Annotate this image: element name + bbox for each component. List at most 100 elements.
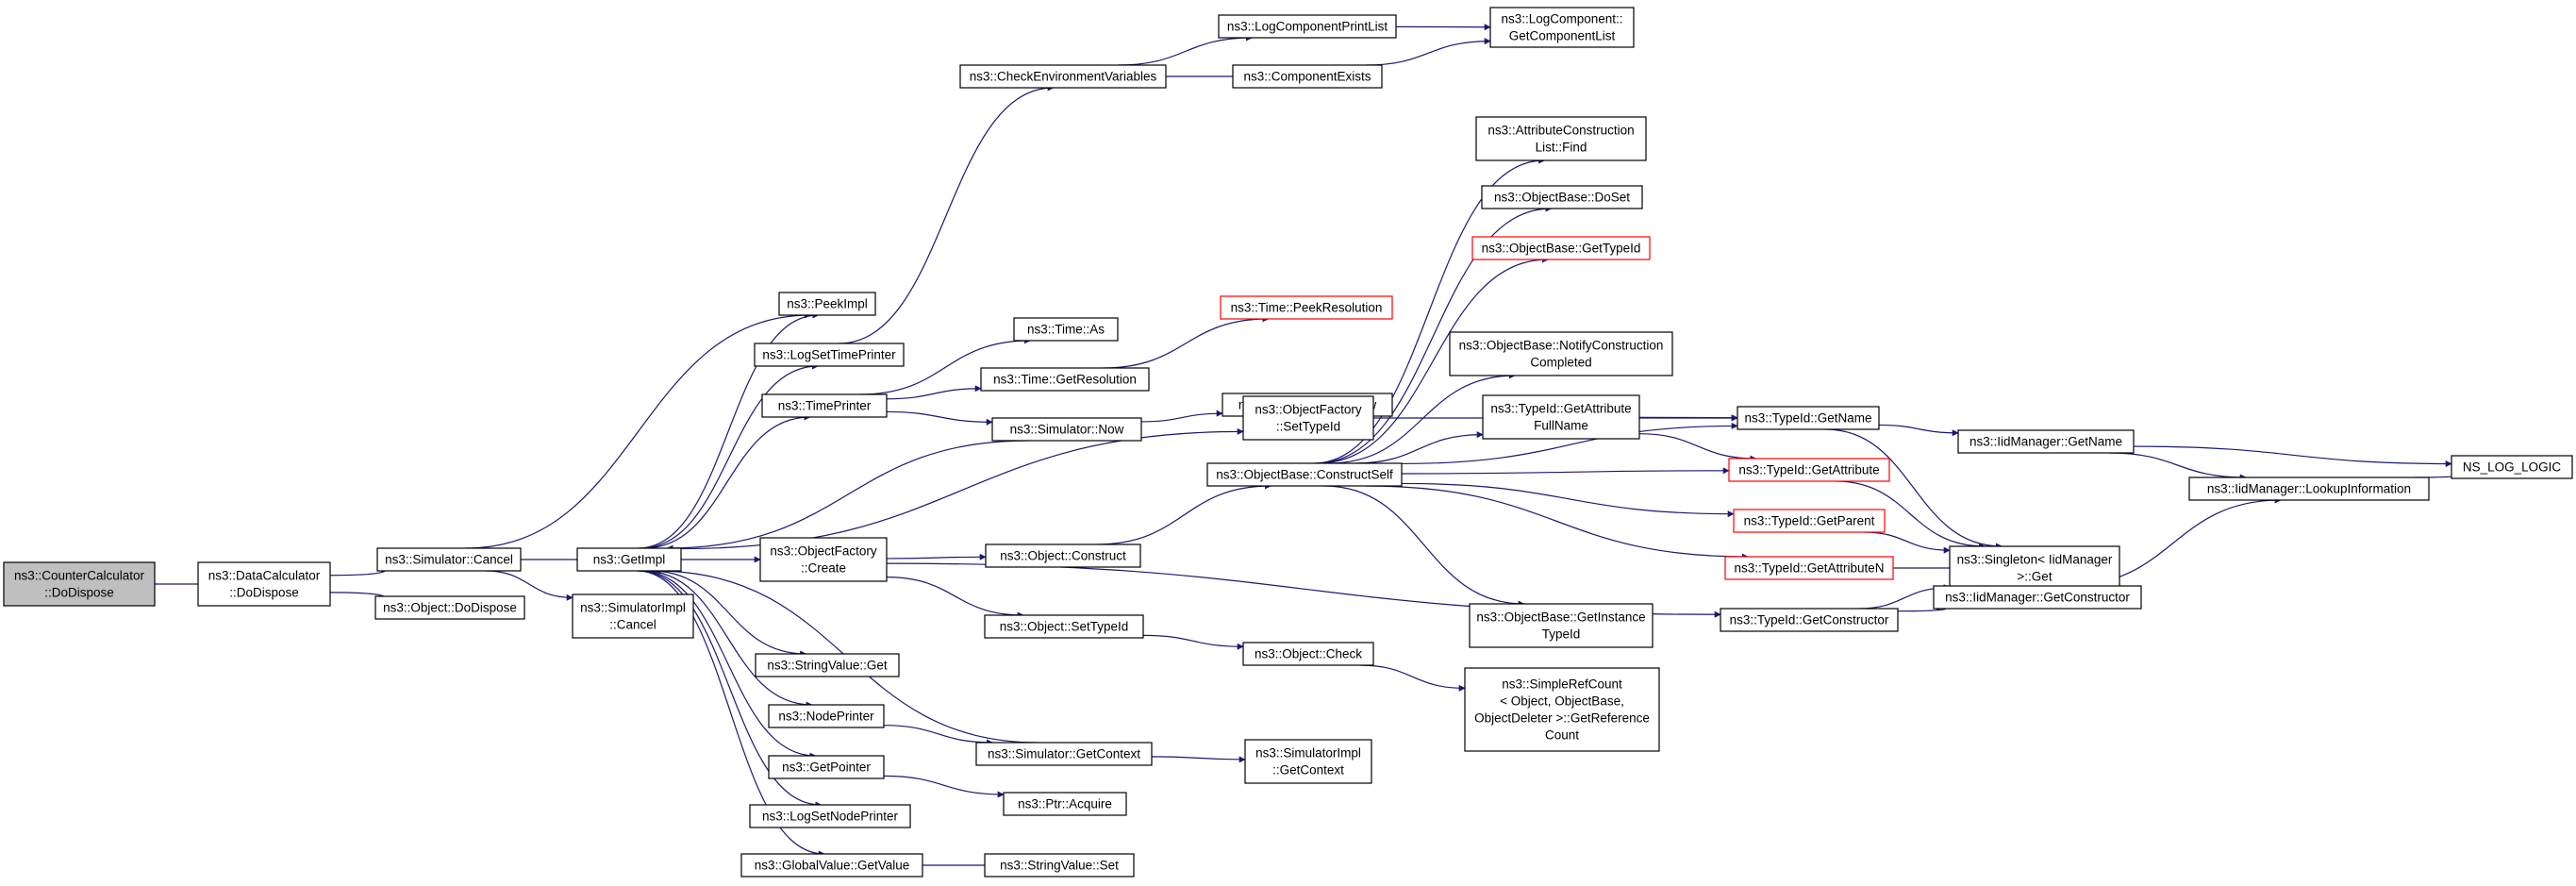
function-node-n36[interactable]: ns3::ObjectBase::GetTypeId (1471, 236, 1651, 260)
function-node-n47[interactable]: ns3::Singleton< IidManager >::Get (1949, 545, 2120, 591)
node-label-line: ns3::CounterCalculator (14, 569, 145, 583)
function-node-n48[interactable]: ns3::IidManager::GetConstructor (1933, 585, 2142, 610)
function-node-n11[interactable]: ns3::StringValue::Get (755, 653, 900, 677)
edge-n8-n16 (839, 84, 1055, 344)
node-label-line: < Object, ObjectBase, (1500, 694, 1624, 709)
node-label-line: ::Create (801, 561, 846, 576)
node-label-line: ns3::IidManager::GetName (1969, 435, 2122, 449)
node-box (2451, 455, 2573, 479)
function-node-n15[interactable]: ns3::GlobalValue::GetValue (740, 853, 923, 878)
node-box (754, 343, 905, 367)
function-node-n17[interactable]: ns3::Time::As (1013, 317, 1119, 342)
function-node-n3[interactable]: ns3::Simulator::Cancel (376, 547, 522, 572)
function-node-n28[interactable]: ns3::Time::PeekResolution (1220, 295, 1393, 320)
truncated-node-box (1220, 295, 1393, 320)
node-box (768, 704, 885, 728)
function-node-n42[interactable]: ns3::TypeId::GetAttribute (1728, 458, 1890, 482)
function-node-n19[interactable]: ns3::Simulator::Now (991, 417, 1142, 442)
node-box (1242, 642, 1374, 666)
function-node-n21[interactable]: ns3::Object::SetTypeId (984, 614, 1144, 639)
function-node-n35[interactable]: ns3::ObjectBase::DoSet (1481, 185, 1643, 209)
node-label-line: ns3::Simulator::GetContext (988, 747, 1140, 761)
edge-n46-n49 (2108, 452, 2247, 481)
function-node-n37[interactable]: ns3::ObjectBase::NotifyConstructionCompl… (1449, 331, 1673, 376)
function-node-n2[interactable]: ns3::DataCalculator::DoDispose (197, 561, 331, 607)
edge-n6-n8 (640, 362, 819, 549)
function-node-n49[interactable]: ns3::IidManager::LookupInformation (2188, 476, 2430, 501)
node-box (768, 755, 885, 779)
edge-n31-n43 (1401, 482, 1735, 518)
function-node-n1: ns3::CounterCalculator::DoDispose (3, 561, 156, 607)
node-label-line: ns3::LogSetTimePrinter (762, 348, 896, 362)
function-node-n44[interactable]: ns3::TypeId::GetAttributeN (1724, 556, 1894, 580)
function-node-n41[interactable]: ns3::TypeId::GetName (1737, 406, 1880, 430)
node-box (991, 417, 1142, 442)
function-node-n46[interactable]: ns3::IidManager::GetName (1957, 429, 2135, 454)
function-node-n30[interactable]: ns3::ObjectFactory::SetTypeId (1242, 395, 1374, 441)
node-label-line: ns3::TypeId::GetParent (1744, 514, 1875, 528)
function-node-n10[interactable]: ns3::ObjectFactory::Create (759, 537, 888, 582)
function-node-n33[interactable]: ns3::SimulatorImpl::GetContext (1244, 739, 1372, 784)
function-node-n23[interactable]: ns3::Ptr::Acquire (1003, 792, 1127, 816)
function-node-n26[interactable]: ns3::ComponentExists (1232, 64, 1383, 89)
function-node-n8[interactable]: ns3::LogSetTimePrinter (754, 343, 905, 367)
truncated-node-box (1724, 556, 1894, 580)
function-node-n14[interactable]: ns3::LogSetNodePrinter (749, 804, 911, 828)
function-node-n18[interactable]: ns3::Time::GetResolution (980, 367, 1150, 392)
node-box (576, 547, 682, 572)
node-label-line: ns3::TypeId::GetAttribute (1738, 463, 1879, 477)
edge-n31-n39 (1323, 485, 1525, 608)
function-node-n31[interactable]: ns3::ObjectBase::ConstructSelf (1206, 462, 1403, 487)
function-node-n25[interactable]: ns3::LogComponentPrintList (1218, 14, 1397, 39)
node-label-line: ns3::TimePrinter (778, 399, 872, 413)
node-label-line: ns3::PeekImpl (787, 297, 868, 311)
node-label-line: ns3::AttributeConstruction (1487, 124, 1634, 138)
node-label-line: ns3::LogComponent:: (1501, 12, 1622, 26)
node-label-line: ns3::ComponentExists (1243, 70, 1371, 84)
function-node-n32[interactable]: ns3::Object::Check (1242, 642, 1374, 666)
edge-n19-n6 (666, 440, 1029, 552)
node-label-line: ::Cancel (609, 618, 656, 632)
node-label-line: ns3::Time::As (1027, 323, 1105, 337)
edge-n31-n35 (1315, 205, 1553, 464)
node-label-line: Count (1545, 728, 1579, 743)
function-node-n43[interactable]: ns3::TypeId::GetParent (1733, 509, 1886, 533)
node-box (759, 537, 888, 582)
node-label-line: ns3::TypeId::GetAttribute (1490, 402, 1631, 416)
node-label-line: ns3::ObjectBase::GetTypeId (1482, 242, 1641, 256)
function-node-n4[interactable]: ns3::Object::DoDispose (374, 595, 525, 620)
edge-n6-n13 (640, 570, 817, 760)
function-node-n5[interactable]: ns3::PeekImpl (778, 292, 876, 316)
node-label-line: ns3::GlobalValue::GetValue (755, 859, 910, 873)
function-node-n13[interactable]: ns3::GetPointer (768, 755, 885, 779)
function-node-n40[interactable]: ns3::SimpleRefCount< Object, ObjectBase,… (1464, 667, 1660, 752)
function-node-n6[interactable]: ns3::GetImpl (576, 547, 682, 572)
node-label-line: ns3::Singleton< IidManager (1957, 553, 2113, 567)
node-label-line: ns3::TypeId::GetName (1744, 411, 1871, 426)
node-box (1218, 14, 1397, 39)
function-node-n20[interactable]: ns3::Object::Construct (985, 543, 1141, 568)
function-node-n16[interactable]: ns3::CheckEnvironmentVariables (959, 64, 1167, 89)
edge-n12-n22 (883, 725, 994, 746)
edge-n42-n47 (1835, 480, 1986, 550)
function-node-n22[interactable]: ns3::Simulator::GetContext (975, 742, 1153, 766)
node-box (749, 804, 911, 828)
function-node-n7[interactable]: ns3::SimulatorImpl::Cancel (572, 593, 694, 639)
function-node-n45[interactable]: ns3::TypeId::GetConstructor (1720, 608, 1899, 632)
function-node-n50[interactable]: NS_LOG_LOGIC (2451, 455, 2573, 479)
function-node-n9[interactable]: ns3::TimePrinter (761, 393, 888, 418)
function-node-n27[interactable]: ns3::LogComponent::GetComponentList (1489, 7, 1635, 48)
function-node-n24[interactable]: ns3::StringValue::Set (984, 853, 1135, 878)
edge-n9-n19 (886, 410, 993, 426)
node-label-line: ns3::IidManager::GetConstructor (1945, 591, 2130, 605)
node-box (1481, 185, 1643, 209)
function-node-n12[interactable]: ns3::NodePrinter (768, 704, 885, 728)
truncated-node-box (1471, 236, 1651, 260)
node-label-line: ns3::ObjectBase::DoSet (1494, 191, 1630, 205)
node-label-line: ns3::Simulator::Cancel (385, 553, 513, 567)
node-box (761, 393, 888, 418)
node-box (197, 561, 331, 607)
